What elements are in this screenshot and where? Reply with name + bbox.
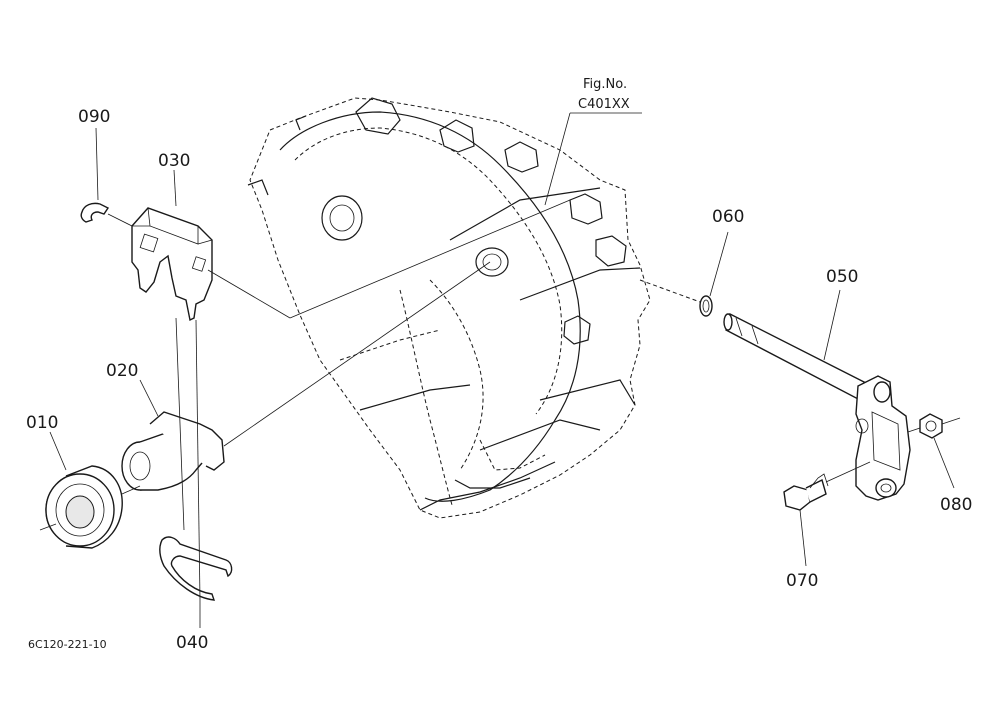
label-080: 080 (940, 495, 972, 515)
leader-090 (95, 127, 99, 201)
part-labels: 010 020 030 040 050 060 070 080 090 (26, 107, 972, 653)
axis-030-b (289, 199, 571, 319)
part-080-nut (907, 413, 961, 489)
axis-060 (639, 279, 701, 303)
axis-010-right (121, 485, 141, 495)
label-060: 060 (712, 207, 744, 227)
leader-060 (709, 231, 729, 297)
leader-090-axis (107, 213, 133, 227)
axis-080-right (941, 417, 961, 425)
fig-leader (544, 112, 571, 206)
label-070: 070 (786, 571, 818, 591)
part-030-fork (131, 169, 571, 322)
clutch-housing (247, 97, 651, 519)
axis-070 (825, 461, 871, 483)
axis-010-left (39, 523, 57, 531)
leader-010 (49, 431, 67, 471)
leader-070 (799, 509, 807, 567)
part-010-bearing (39, 431, 141, 549)
label-020: 020 (106, 361, 138, 381)
label-050: 050 (826, 267, 858, 287)
part-090-clip (80, 127, 133, 227)
part-020-hub (121, 261, 491, 491)
part-050-shaft (723, 289, 911, 501)
label-090: 090 (78, 107, 110, 127)
fig-label: Fig.No. (583, 77, 627, 92)
leader-020 (139, 379, 159, 417)
fig-number: C401XX (578, 97, 630, 112)
label-010: 010 (26, 413, 58, 433)
part-070-bolt (783, 461, 871, 567)
figure-callout: Fig.No. C401XX (544, 77, 642, 206)
drawing-code: 6C120-221-10 (28, 638, 107, 651)
axis-040-a (175, 317, 185, 531)
axis-080-left (907, 427, 921, 433)
leader-030 (173, 169, 177, 207)
axis-020 (223, 261, 491, 447)
leader-050 (823, 289, 841, 361)
axis-030 (207, 269, 291, 319)
label-040: 040 (176, 633, 208, 653)
part-040-spring (159, 317, 233, 628)
label-030: 030 (158, 151, 190, 171)
axis-040-b (195, 319, 201, 601)
part-060-oring (639, 231, 729, 317)
leader-080 (933, 437, 955, 489)
